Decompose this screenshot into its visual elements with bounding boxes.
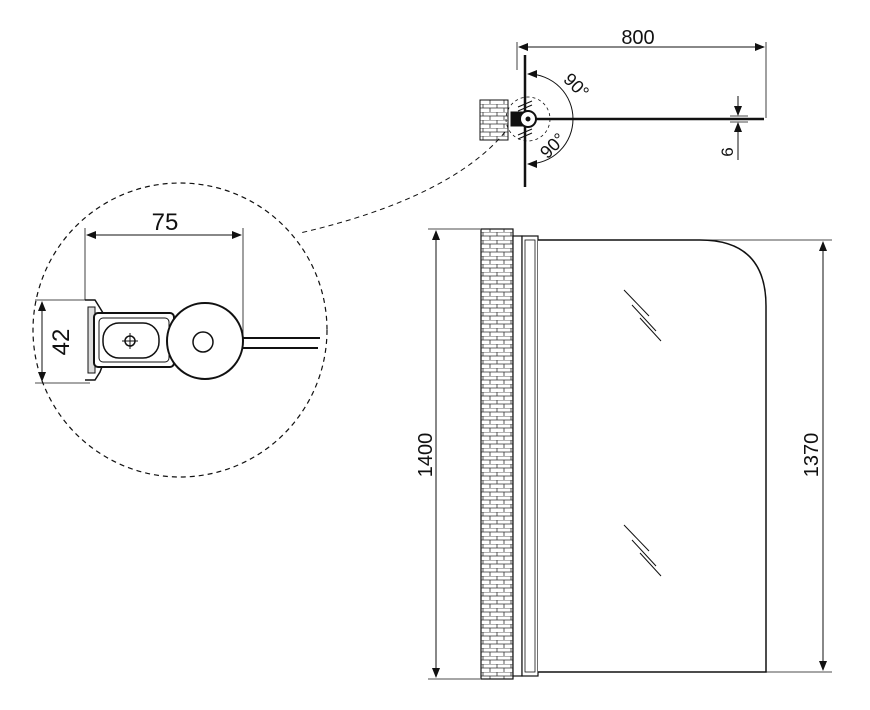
glass-panel xyxy=(538,239,767,673)
brick-wall-elevation xyxy=(480,228,514,680)
detail-height-label: 42 xyxy=(48,329,75,356)
elevation-view xyxy=(428,228,832,680)
height-glass-label: 1370 xyxy=(801,433,823,478)
width-top-label: 800 xyxy=(621,27,654,49)
detail-leader xyxy=(299,131,506,234)
detail-view xyxy=(32,182,328,478)
glass-reflection-icon xyxy=(623,289,662,577)
detail-width-label: 75 xyxy=(152,209,179,236)
height-total-label: 1400 xyxy=(415,433,437,478)
angle-top-label: 90° xyxy=(560,69,593,102)
hinge-icon xyxy=(505,96,551,142)
angle-bottom-label: 90° xyxy=(536,129,569,162)
plan-view xyxy=(479,42,767,187)
brick-wall-icon xyxy=(479,99,509,141)
thickness-label: 6 xyxy=(718,147,737,156)
